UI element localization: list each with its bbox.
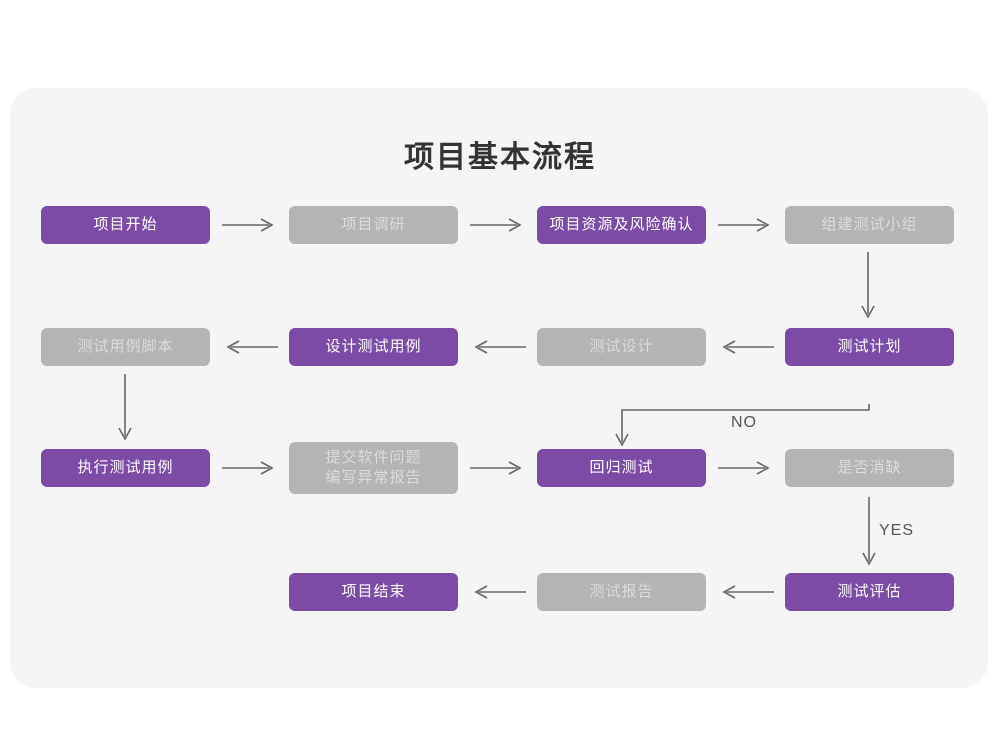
connector-evaluation-to-test-report — [718, 581, 774, 603]
flow-node-label: 测试用例脚本 — [77, 338, 174, 355]
connector-script-to-execute-case — [113, 374, 137, 444]
flow-node-label: 测试报告 — [589, 583, 654, 600]
flow-node-label-line1: 提交软件问题 — [325, 449, 422, 466]
flow-node-regression-test[interactable]: 回归测试 — [537, 449, 706, 487]
connector-regression-to-defect-check — [718, 457, 774, 479]
edge-label-no: NO — [731, 414, 757, 431]
flow-node-project-end[interactable]: 项目结束 — [289, 573, 458, 611]
flow-node-test-report[interactable]: 测试报告 — [537, 573, 706, 611]
flow-node-build-test-team[interactable]: 组建测试小组 — [785, 206, 954, 244]
flow-node-project-start[interactable]: 项目开始 — [41, 206, 210, 244]
flow-node-label: 项目资源及风险确认 — [549, 216, 694, 233]
connector-resource-to-team — [718, 214, 774, 236]
flow-node-label: 项目调研 — [341, 216, 406, 233]
flow-node-label: 设计测试用例 — [325, 338, 422, 355]
flow-node-submit-issue-write-report[interactable]: 提交软件问题 编写异常报告 — [289, 442, 458, 494]
flow-node-label: 测试计划 — [837, 338, 902, 355]
flow-node-resource-risk-confirm[interactable]: 项目资源及风险确认 — [537, 206, 706, 244]
flow-node-label-line2: 编写异常报告 — [325, 469, 422, 486]
connector-research-to-resource — [470, 214, 526, 236]
connector-test-report-to-project-end — [470, 581, 526, 603]
flow-node-label: 执行测试用例 — [77, 459, 174, 476]
connector-design-case-to-script — [222, 336, 278, 358]
flow-node-label: 项目结束 — [341, 583, 406, 600]
flow-node-design-test-case[interactable]: 设计测试用例 — [289, 328, 458, 366]
flow-node-test-evaluation[interactable]: 测试评估 — [785, 573, 954, 611]
flow-node-label: 项目开始 — [93, 216, 158, 233]
flow-node-test-design[interactable]: 测试设计 — [537, 328, 706, 366]
flow-node-label: 回归测试 — [589, 459, 654, 476]
page-title: 项目基本流程 — [404, 141, 596, 174]
flow-node-execute-test-case[interactable]: 执行测试用例 — [41, 449, 210, 487]
flow-node-label: 是否消缺 — [837, 459, 902, 476]
flow-node-label: 测试评估 — [837, 583, 902, 600]
flow-node-label: 测试设计 — [589, 338, 654, 355]
connector-report-issue-to-regression — [470, 457, 526, 479]
connector-execute-to-report-issue — [222, 457, 278, 479]
connector-yes-defect-to-evaluation — [857, 497, 881, 569]
connector-team-to-test-plan — [856, 252, 880, 322]
connector-start-to-research — [222, 214, 278, 236]
flow-node-defect-cleared-check[interactable]: 是否消缺 — [785, 449, 954, 487]
connector-no-loop-defect-to-regression — [614, 404, 876, 452]
flow-node-test-plan[interactable]: 测试计划 — [785, 328, 954, 366]
flow-node-test-case-script[interactable]: 测试用例脚本 — [41, 328, 210, 366]
connector-test-design-to-design-case — [470, 336, 526, 358]
flow-node-label: 组建测试小组 — [821, 216, 918, 233]
flow-node-project-research[interactable]: 项目调研 — [289, 206, 458, 244]
edge-label-yes: YES — [879, 522, 915, 539]
connector-test-plan-to-test-design — [718, 336, 774, 358]
